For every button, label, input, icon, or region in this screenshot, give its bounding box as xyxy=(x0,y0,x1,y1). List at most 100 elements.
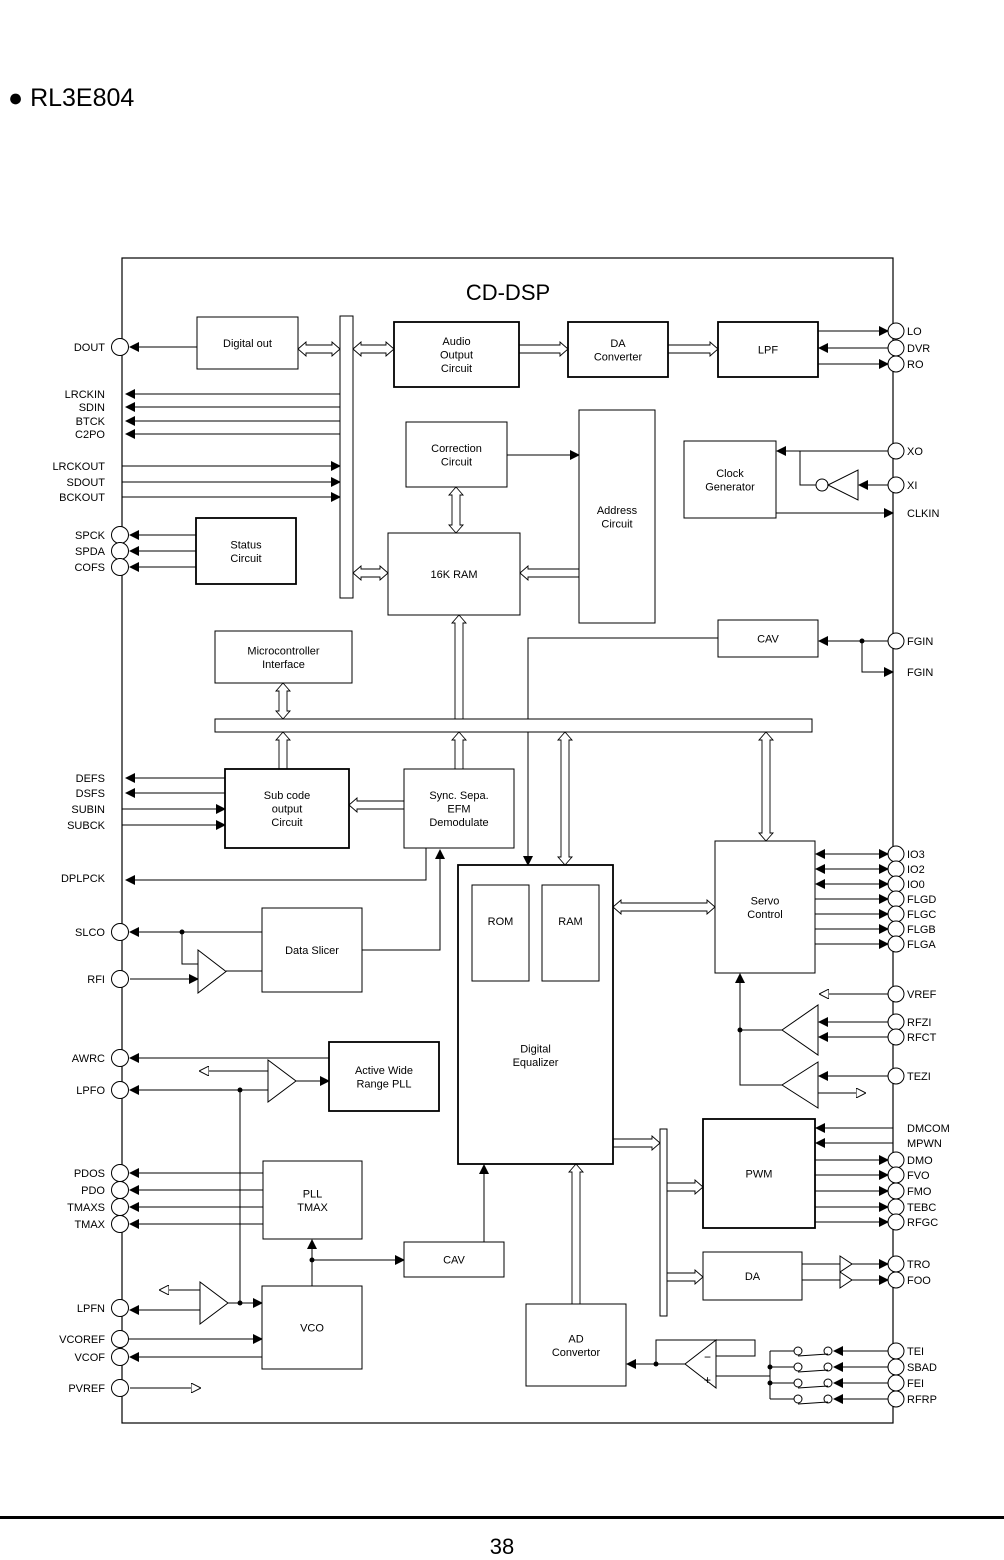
pin-label-lpfo: LPFO xyxy=(76,1085,105,1097)
pin-circle-icon xyxy=(887,1166,905,1184)
block-label: VCO xyxy=(300,1323,324,1335)
pin-circle-icon xyxy=(111,558,129,576)
block-cav-top xyxy=(717,619,819,658)
pin-circle-icon xyxy=(887,322,905,340)
signal-line xyxy=(523,637,718,866)
block-label: Circuit xyxy=(441,456,472,468)
block-label: ROM xyxy=(488,916,514,928)
pin-label-rfct: RFCT xyxy=(907,1032,937,1044)
pin-circle-icon xyxy=(887,985,905,1003)
pin-label-dplpck: DPLPCK xyxy=(61,873,106,885)
switch-contact-icon xyxy=(823,1394,833,1404)
pin-label-flga: FLGA xyxy=(907,939,936,951)
pin-label-lrckin: LRCKIN xyxy=(65,389,105,401)
pin-label-dmo: DMO xyxy=(907,1155,933,1167)
block-correction xyxy=(405,421,508,488)
block-label: Converter xyxy=(594,351,643,363)
bus-arrow xyxy=(352,565,389,581)
pin-circle-icon xyxy=(887,1213,905,1231)
block-label: Address xyxy=(597,505,638,517)
pin-label-btck: BTCK xyxy=(76,416,106,428)
block-sync-efm xyxy=(403,768,515,849)
pin-label-sdin: SDIN xyxy=(79,402,105,414)
switch-contact-icon xyxy=(793,1394,803,1404)
block-label: Output xyxy=(440,350,473,362)
pin-circle-icon xyxy=(887,890,905,908)
pin-circle-icon xyxy=(887,442,905,460)
diagram-title: CD-DSP xyxy=(466,280,550,305)
block-lpf xyxy=(717,321,819,378)
pin-circle-icon xyxy=(111,338,129,356)
block-address xyxy=(578,409,656,624)
pin-circle-icon xyxy=(111,1181,129,1199)
pin-label-vcoref: VCOREF xyxy=(59,1334,105,1346)
block-label: PWM xyxy=(746,1169,773,1181)
block-ad-conv xyxy=(525,1303,627,1387)
pin-circle-icon xyxy=(887,632,905,650)
pin-label-tezi: TEZI xyxy=(907,1071,931,1083)
pin-circle-icon xyxy=(111,1379,129,1397)
opamp-icon xyxy=(267,1059,297,1103)
switch-contact-icon xyxy=(793,1378,803,1388)
bus-arrow xyxy=(519,565,580,581)
junction-dot xyxy=(237,1300,243,1306)
pin-circle-icon xyxy=(887,1198,905,1216)
block-label: Equalizer xyxy=(513,1057,559,1069)
opamp-icon xyxy=(199,1281,229,1325)
pin-circle-icon xyxy=(887,860,905,878)
pin-circle-icon xyxy=(111,970,129,988)
pin-circle-icon xyxy=(887,355,905,373)
opamp-icon xyxy=(781,1004,819,1056)
pin-label-pvref: PVREF xyxy=(68,1383,105,1395)
block-label: CAV xyxy=(443,1255,465,1267)
signal-line xyxy=(655,1339,756,1364)
pin-label-io0: IO0 xyxy=(907,879,925,891)
pin-circle-icon xyxy=(887,1028,905,1046)
block-label: Sync. Sepa. xyxy=(429,790,488,802)
pin-circle-icon xyxy=(887,935,905,953)
bus-arrow xyxy=(448,486,464,534)
buffer-icon xyxy=(839,1271,853,1289)
pin-label-tro: TRO xyxy=(907,1259,931,1271)
pin-label-spda: SPDA xyxy=(75,546,106,558)
pin-circle-icon xyxy=(887,845,905,863)
footer-rule xyxy=(0,1516,1004,1519)
switch-contact-icon xyxy=(823,1362,833,1372)
pin-circle-icon xyxy=(111,1330,129,1348)
pin-label-fmo: FMO xyxy=(907,1186,932,1198)
buffer-icon xyxy=(839,1255,853,1273)
pin-label-tebc: TEBC xyxy=(907,1202,936,1214)
pin-label-fei: FEI xyxy=(907,1378,924,1390)
pin-circle-icon xyxy=(111,1198,129,1216)
block-label: Demodulate xyxy=(429,817,488,829)
pin-label-defs: DEFS xyxy=(76,773,105,785)
block-label: Control xyxy=(747,909,782,921)
pin-circle-icon xyxy=(887,1182,905,1200)
bus-arrow xyxy=(667,341,719,357)
block-label: Range PLL xyxy=(356,1078,411,1090)
pin-label-dsfs: DSFS xyxy=(76,788,105,800)
bus-arrow xyxy=(666,1179,704,1195)
pin-circle-icon xyxy=(887,1255,905,1273)
opamp-icon xyxy=(781,1061,819,1109)
pin-label-lpfn: LPFN xyxy=(77,1303,105,1315)
pin-circle-icon xyxy=(111,1081,129,1099)
bus-arrow xyxy=(451,614,467,733)
pin-label-io2: IO2 xyxy=(907,864,925,876)
pin-label-fgin: FGIN xyxy=(907,636,933,648)
pin-label-tmax: TMAX xyxy=(74,1219,105,1231)
pin-label-awrc: AWRC xyxy=(72,1053,105,1065)
pin-label-fvo: FVO xyxy=(907,1170,930,1182)
pin-circle-icon xyxy=(887,339,905,357)
pin-circle-icon xyxy=(111,1348,129,1366)
pin-label-cofs: COFS xyxy=(74,562,105,574)
data-bus-horizontal xyxy=(214,718,813,733)
pin-label-vcof: VCOF xyxy=(74,1352,105,1364)
plus-sign: + xyxy=(704,1373,711,1387)
block-label: Correction xyxy=(431,443,482,455)
pin-label-pdos: PDOS xyxy=(74,1168,105,1180)
pin-label-rfi: RFI xyxy=(87,974,105,986)
block-label: Active Wide xyxy=(355,1065,413,1077)
block-status xyxy=(195,517,297,585)
data-bus-vertical xyxy=(339,315,354,599)
